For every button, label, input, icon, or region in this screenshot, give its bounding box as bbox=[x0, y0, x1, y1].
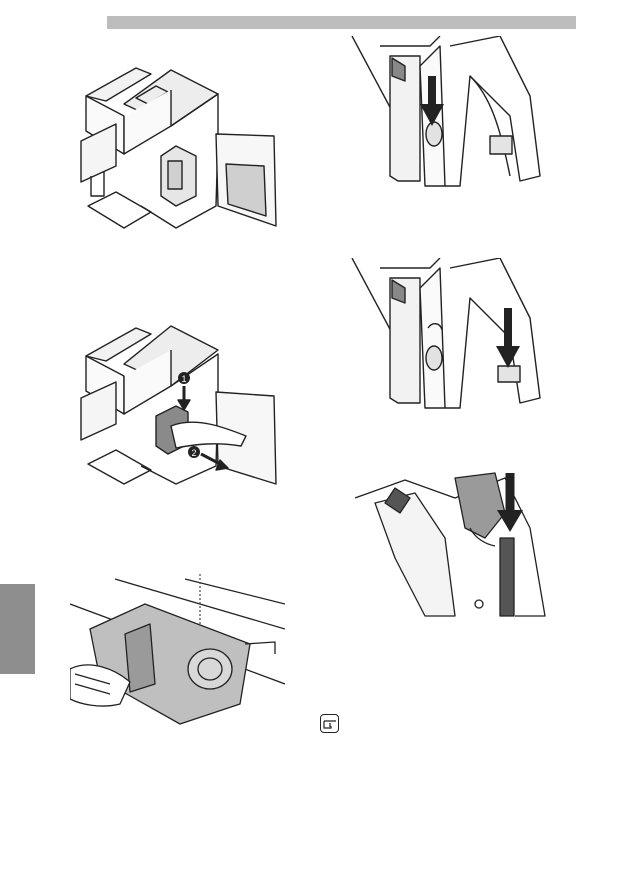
pointing-hand-icon bbox=[320, 714, 339, 733]
figure-brew-unit-lever-press bbox=[350, 258, 550, 410]
brew-unit-detail-icon bbox=[350, 258, 550, 410]
figure-brew-unit-rinse bbox=[70, 574, 285, 729]
brew-unit-detail-icon bbox=[355, 468, 550, 618]
machine-illustration-icon bbox=[76, 56, 286, 236]
header-bar bbox=[107, 16, 576, 29]
figure-brew-unit-lever-down bbox=[350, 36, 550, 188]
side-chapter-tab bbox=[0, 584, 35, 674]
rinse-illustration-icon bbox=[70, 574, 285, 729]
step-marker-2: 2 bbox=[191, 448, 196, 458]
step-marker-1: 1 bbox=[181, 374, 186, 384]
figure-brew-unit-insert bbox=[355, 468, 550, 618]
figure-brew-unit-removal: 1 2 bbox=[76, 316, 286, 491]
brew-unit-detail-icon bbox=[350, 36, 550, 188]
figure-machine-door-open bbox=[76, 56, 286, 236]
machine-illustration-icon: 1 2 bbox=[76, 316, 286, 491]
